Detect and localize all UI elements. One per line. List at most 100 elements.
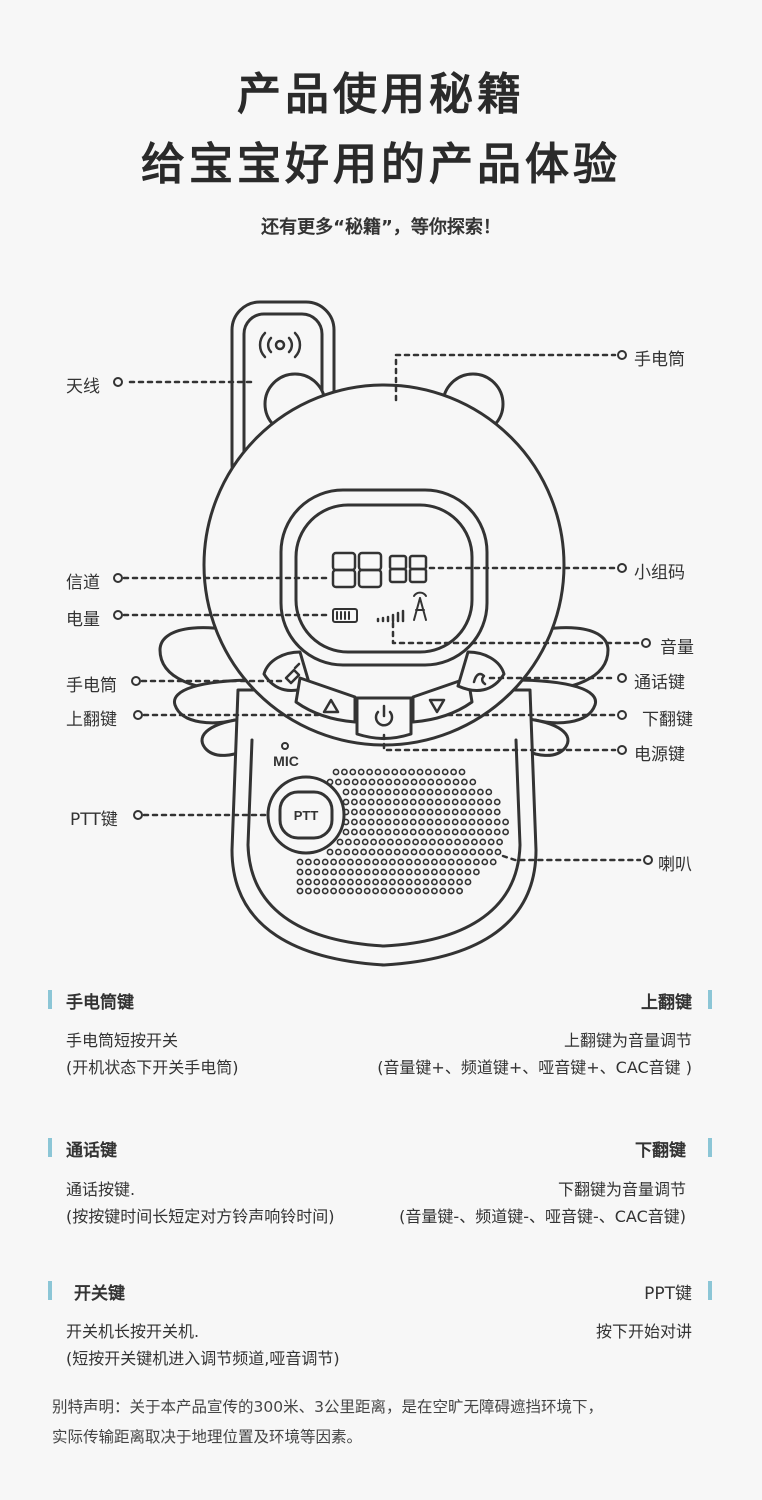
speaker-hole xyxy=(493,818,501,826)
callout-lines xyxy=(122,353,642,862)
speaker-hole xyxy=(468,798,476,806)
speaker-hole xyxy=(451,808,459,816)
mic-hole xyxy=(281,742,289,750)
speaker-hole xyxy=(485,808,493,816)
speaker-hole xyxy=(476,798,484,806)
speaker-hole xyxy=(451,818,459,826)
section-bar xyxy=(48,990,52,1009)
speaker-hole xyxy=(397,887,405,895)
section-power-line2: (短按开关键机进入调节频道,哑音调节) xyxy=(66,1349,340,1368)
section-flashlight-title: 手电筒键 xyxy=(66,993,134,1013)
speaker-hole xyxy=(397,858,405,866)
speaker-hole xyxy=(350,798,358,806)
speaker-hole xyxy=(391,768,399,776)
speaker-hole xyxy=(346,887,354,895)
speaker-hole xyxy=(430,868,438,876)
speaker-hole xyxy=(444,778,451,786)
speaker-hole xyxy=(384,808,392,816)
speaker-hole xyxy=(321,868,329,876)
speaker-hole xyxy=(418,818,425,826)
speaker-hole xyxy=(361,838,369,846)
disclaimer-line2: 实际传输距离取决于地理位置及环境等因素。 xyxy=(52,1428,363,1446)
speaker-hole xyxy=(443,788,451,796)
speaker-hole xyxy=(460,788,467,796)
speaker-hole xyxy=(350,808,358,816)
speaker-hole xyxy=(296,887,304,895)
speaker-hole xyxy=(343,848,351,856)
callout-antenna: 天线 xyxy=(66,377,100,397)
speaker-hole xyxy=(460,828,467,836)
flashlight-button[interactable] xyxy=(284,662,301,685)
speaker-hole xyxy=(367,808,375,816)
speaker-hole xyxy=(304,868,312,876)
speaker-hole xyxy=(376,798,383,806)
speaker-hole xyxy=(447,868,455,876)
ptt-button[interactable] xyxy=(278,790,334,840)
speaker-hole xyxy=(304,878,312,886)
speaker-hole xyxy=(342,788,350,796)
page-title: 产品使用秘籍 xyxy=(237,69,525,120)
speaker-hole xyxy=(367,818,375,826)
speaker-hole xyxy=(336,838,344,846)
speaker-hole xyxy=(372,878,379,886)
speaker-hole xyxy=(370,838,377,846)
speaker-hole xyxy=(460,808,467,816)
section-down-line1: 下翻键为音量调节 xyxy=(557,1180,686,1199)
speaker-hole xyxy=(334,778,342,786)
speaker-hole xyxy=(476,788,484,796)
speaker-hole xyxy=(332,768,340,776)
speaker-hole xyxy=(443,828,451,836)
volume-bars-icon xyxy=(376,609,405,623)
speaker-hole xyxy=(363,868,371,876)
speaker-hole xyxy=(460,848,468,856)
speaker-hole xyxy=(409,808,417,816)
speaker-hole xyxy=(424,768,432,776)
disclaimer-line1: 别特声明：关于本产品宣传的300米、3公里距离，是在空旷无障碍遮挡环境下， xyxy=(52,1398,603,1416)
speaker-hole xyxy=(397,868,405,876)
speaker-hole xyxy=(412,838,419,846)
speaker-hole xyxy=(395,838,403,846)
speaker-hole xyxy=(338,878,346,886)
speaker-grille xyxy=(296,768,509,895)
speaker-hole xyxy=(462,838,470,846)
speaker-hole xyxy=(374,768,382,776)
call-button-icon[interactable] xyxy=(472,672,487,686)
speaker-hole xyxy=(346,858,354,866)
up-button-icon[interactable] xyxy=(322,698,340,714)
speaker-hole xyxy=(357,768,365,776)
speaker-hole xyxy=(447,878,455,886)
down-button-icon[interactable] xyxy=(428,698,446,714)
display-digits xyxy=(331,551,428,589)
speaker-hole xyxy=(330,868,337,876)
speaker-hole xyxy=(414,887,421,895)
mic-label: MIC xyxy=(273,753,299,769)
speaker-hole xyxy=(385,848,393,856)
speaker-hole xyxy=(443,798,451,806)
speaker-hole xyxy=(443,808,451,816)
speaker-hole xyxy=(460,798,467,806)
speaker-hole xyxy=(456,868,463,876)
speaker-hole xyxy=(414,878,421,886)
speaker-hole xyxy=(380,887,388,895)
speaker-hole xyxy=(409,818,417,826)
section-power-line1: 开关机长按开关机. xyxy=(66,1322,200,1341)
speaker-hole xyxy=(434,828,442,836)
speaker-hole xyxy=(418,828,425,836)
speaker-hole xyxy=(426,818,434,826)
speaker-hole xyxy=(401,818,409,826)
speaker-hole xyxy=(384,798,392,806)
speaker-hole xyxy=(340,768,348,776)
section-call-line2: (按按键时间长短定对方铃声响铃时间) xyxy=(66,1207,335,1226)
speaker-hole xyxy=(353,838,361,846)
signal-tower-icon xyxy=(413,591,427,621)
speaker-hole xyxy=(485,788,493,796)
speaker-hole xyxy=(330,878,337,886)
speaker-hole xyxy=(367,798,375,806)
speaker-hole xyxy=(430,878,438,886)
section-up-line1: 上翻键为音量调节 xyxy=(563,1031,692,1050)
section-ptt-body: 按下开始对讲 xyxy=(596,1318,692,1345)
speaker-hole xyxy=(485,798,493,806)
power-button[interactable] xyxy=(374,704,394,727)
speaker-hole xyxy=(351,778,359,786)
speaker-hole xyxy=(401,798,409,806)
